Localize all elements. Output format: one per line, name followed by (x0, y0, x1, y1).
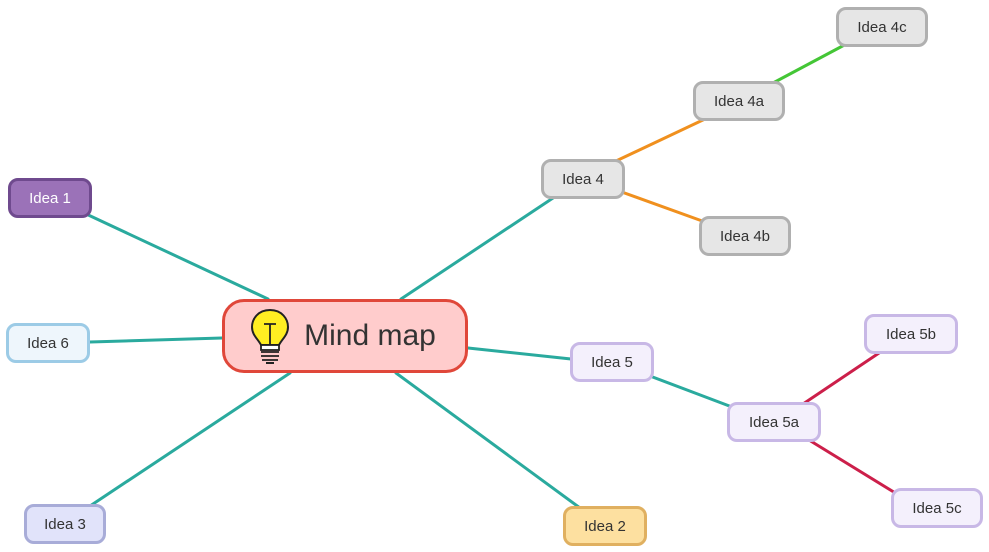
root-label: Mind map (304, 319, 436, 352)
edge-idea5a-idea5c (807, 438, 899, 496)
node-idea-1[interactable]: Idea 1 (8, 178, 92, 218)
edge-root-idea1 (82, 211, 270, 301)
node-label: Idea 2 (584, 517, 626, 535)
node-idea-3[interactable]: Idea 3 (24, 504, 106, 544)
edge-idea4-idea4b (617, 189, 707, 224)
edge-idea4-idea4a (614, 117, 707, 163)
node-label: Idea 5b (885, 325, 937, 343)
node-label: Idea 3 (44, 515, 86, 533)
node-label: Idea 1 (29, 189, 71, 207)
node-label: Idea 4 (562, 170, 604, 188)
edge-root-idea3 (88, 371, 292, 508)
edge-idea5a-idea5b (801, 349, 884, 406)
node-label: Idea 4b (719, 227, 771, 245)
edge-idea5-idea5a (648, 374, 734, 409)
edge-root-idea4 (399, 194, 558, 301)
node-idea-2[interactable]: Idea 2 (563, 506, 647, 546)
lightbulb-icon (251, 308, 290, 364)
edge-root-idea6 (88, 336, 224, 344)
node-label: Idea 5a (748, 413, 800, 431)
node-idea-4a[interactable]: Idea 4a (693, 81, 785, 121)
node-idea-4[interactable]: Idea 4 (541, 159, 625, 199)
node-idea-4b[interactable]: Idea 4b (699, 216, 791, 256)
node-idea-5a[interactable]: Idea 5a (727, 402, 821, 442)
node-idea-6[interactable]: Idea 6 (6, 323, 90, 363)
node-label: Idea 6 (27, 334, 69, 352)
node-label: Idea 4a (713, 92, 765, 110)
node-label: Idea 4c (857, 18, 907, 36)
node-idea-5[interactable]: Idea 5 (570, 342, 654, 382)
node-idea-4c[interactable]: Idea 4c (836, 7, 928, 47)
edge-root-idea2 (394, 371, 582, 510)
edge-idea4a-idea4c (771, 40, 852, 85)
node-label: Idea 5c (912, 499, 962, 517)
root-node[interactable]: Mind map (222, 299, 468, 373)
node-idea-5b[interactable]: Idea 5b (864, 314, 958, 354)
node-label: Idea 5 (591, 353, 633, 371)
node-idea-5c[interactable]: Idea 5c (891, 488, 983, 528)
edge-root-idea5 (466, 346, 573, 361)
